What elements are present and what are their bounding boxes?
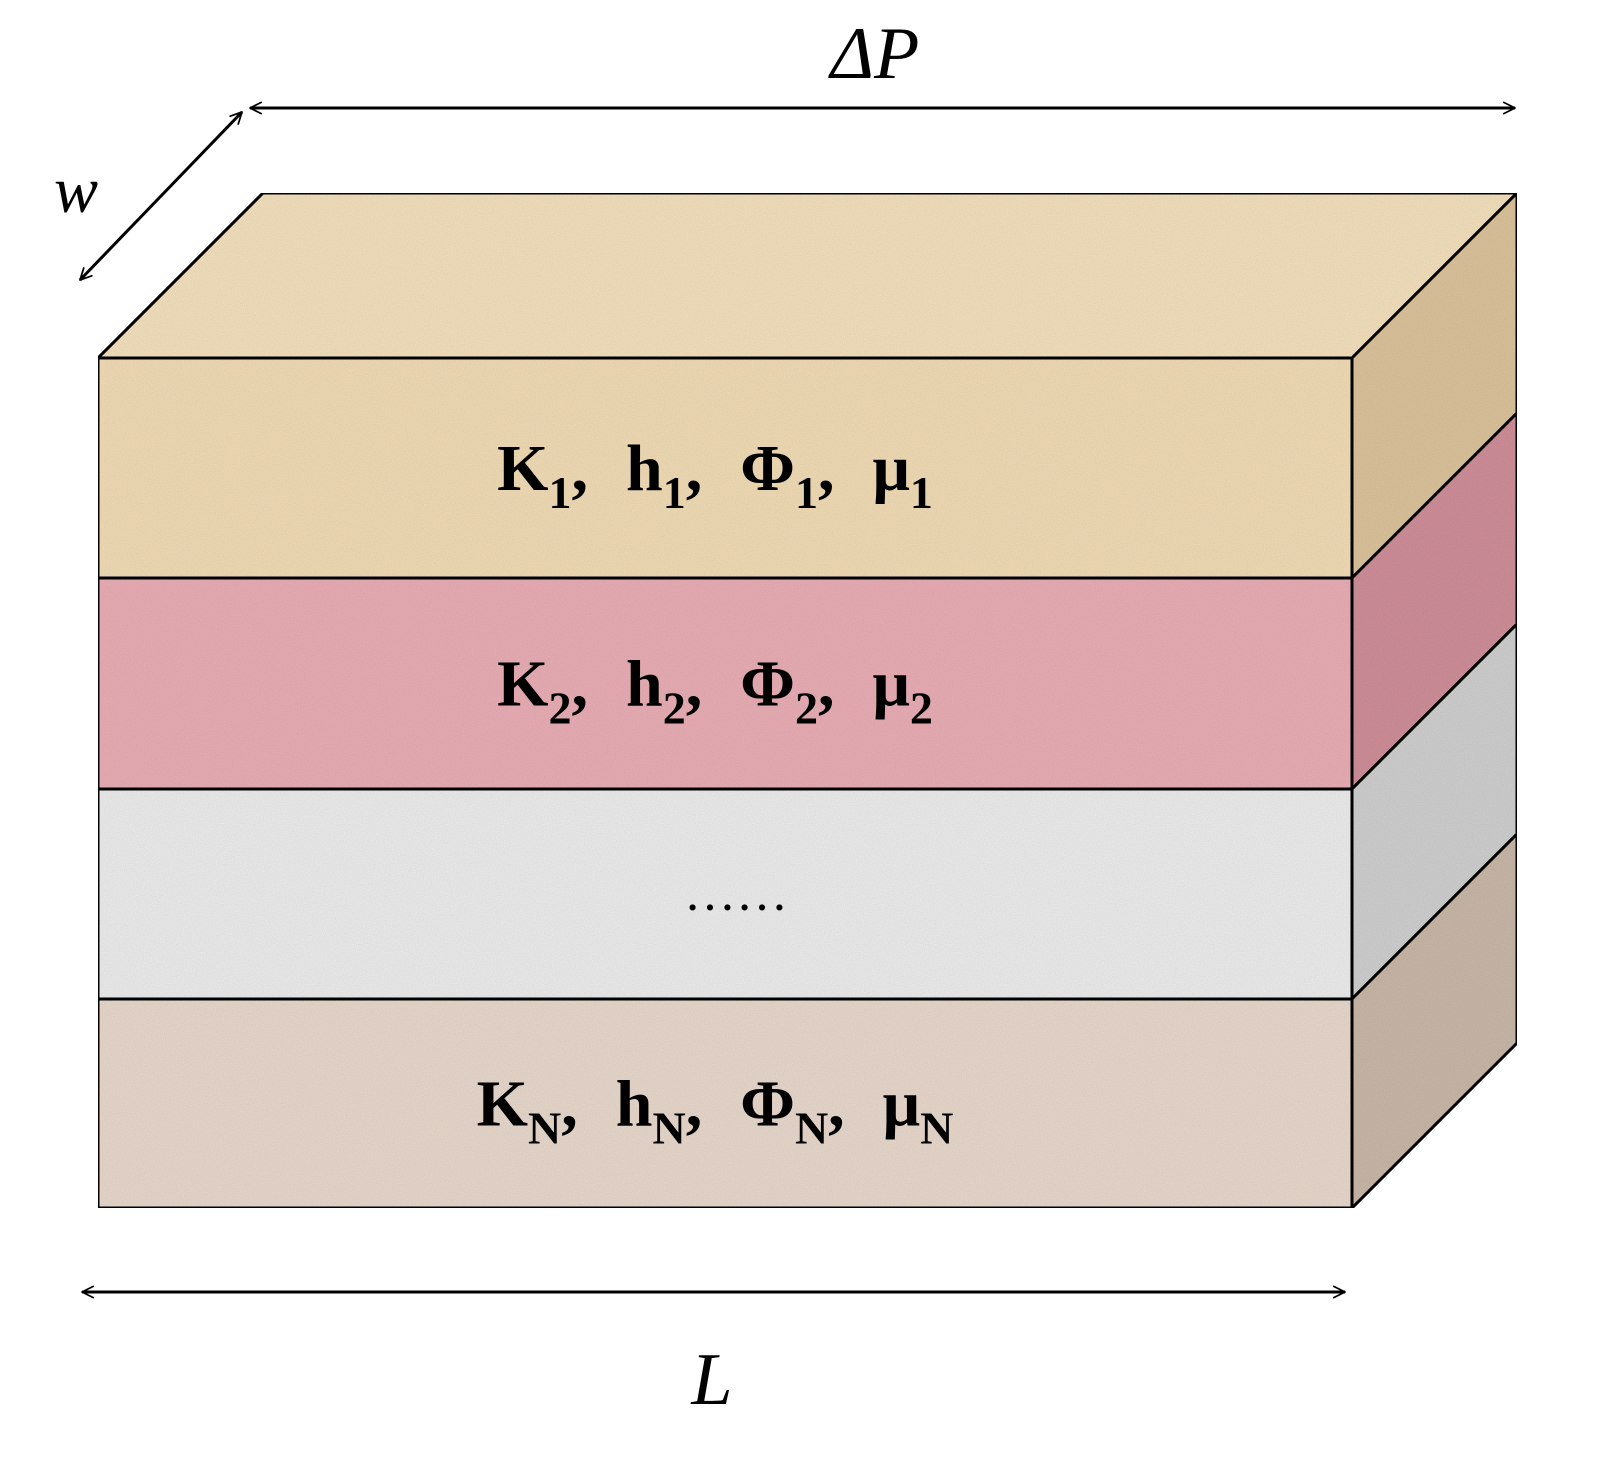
layer-1-params: K1,h1,Φ1,μ1 bbox=[497, 432, 933, 518]
layered-block bbox=[96, 191, 1519, 1210]
param-symbol: K bbox=[497, 648, 548, 721]
param-subscript: 1 bbox=[548, 467, 571, 518]
param-separator: , bbox=[561, 1068, 578, 1141]
length-label: L bbox=[690, 1339, 732, 1421]
layer-2-params: K2,h2,Φ2,μ2 bbox=[497, 648, 933, 734]
layer-dots-front-face bbox=[96, 787, 1354, 1001]
param-subscript: 2 bbox=[910, 683, 933, 734]
param-separator: , bbox=[818, 432, 835, 505]
param-symbol: Φ bbox=[740, 648, 795, 721]
param-subscript: N bbox=[795, 1103, 828, 1154]
param-separator: , bbox=[686, 1068, 703, 1141]
param-separator: , bbox=[686, 432, 703, 505]
ellipsis-label: …… bbox=[684, 865, 788, 922]
param-symbol: K bbox=[497, 432, 548, 505]
param-separator: , bbox=[571, 648, 588, 721]
param-subscript: N bbox=[528, 1103, 561, 1154]
param-subscript: 2 bbox=[663, 683, 686, 734]
param-symbol: μ bbox=[872, 432, 909, 505]
param-separator: , bbox=[571, 432, 588, 505]
param-subscript: 1 bbox=[910, 467, 933, 518]
layer-1-front-face bbox=[96, 356, 1354, 580]
param-symbol: Φ bbox=[740, 432, 795, 505]
param-subscript: N bbox=[652, 1103, 685, 1154]
delta-p-label: ΔP bbox=[828, 13, 920, 95]
block-top-face bbox=[96, 191, 1519, 360]
param-separator: , bbox=[686, 648, 703, 721]
param-subscript: 1 bbox=[795, 467, 818, 518]
param-separator: , bbox=[828, 1068, 845, 1141]
param-separator: , bbox=[818, 648, 835, 721]
param-subscript: 2 bbox=[548, 683, 571, 734]
param-subscript: 1 bbox=[663, 467, 686, 518]
layer-n-front-face bbox=[96, 997, 1354, 1210]
param-symbol: h bbox=[626, 648, 663, 721]
param-symbol: K bbox=[477, 1068, 528, 1141]
layer-n-params: KN,hN,ΦN,μN bbox=[477, 1068, 954, 1154]
layer-2-front-face bbox=[96, 576, 1354, 791]
width-label: w bbox=[54, 154, 98, 227]
param-symbol: h bbox=[626, 432, 663, 505]
param-subscript: N bbox=[920, 1103, 953, 1154]
width-arrow bbox=[78, 110, 244, 282]
param-symbol: h bbox=[616, 1068, 653, 1141]
param-symbol: μ bbox=[883, 1068, 920, 1141]
param-symbol: Φ bbox=[740, 1068, 795, 1141]
param-subscript: 2 bbox=[795, 683, 818, 734]
param-symbol: μ bbox=[872, 648, 909, 721]
